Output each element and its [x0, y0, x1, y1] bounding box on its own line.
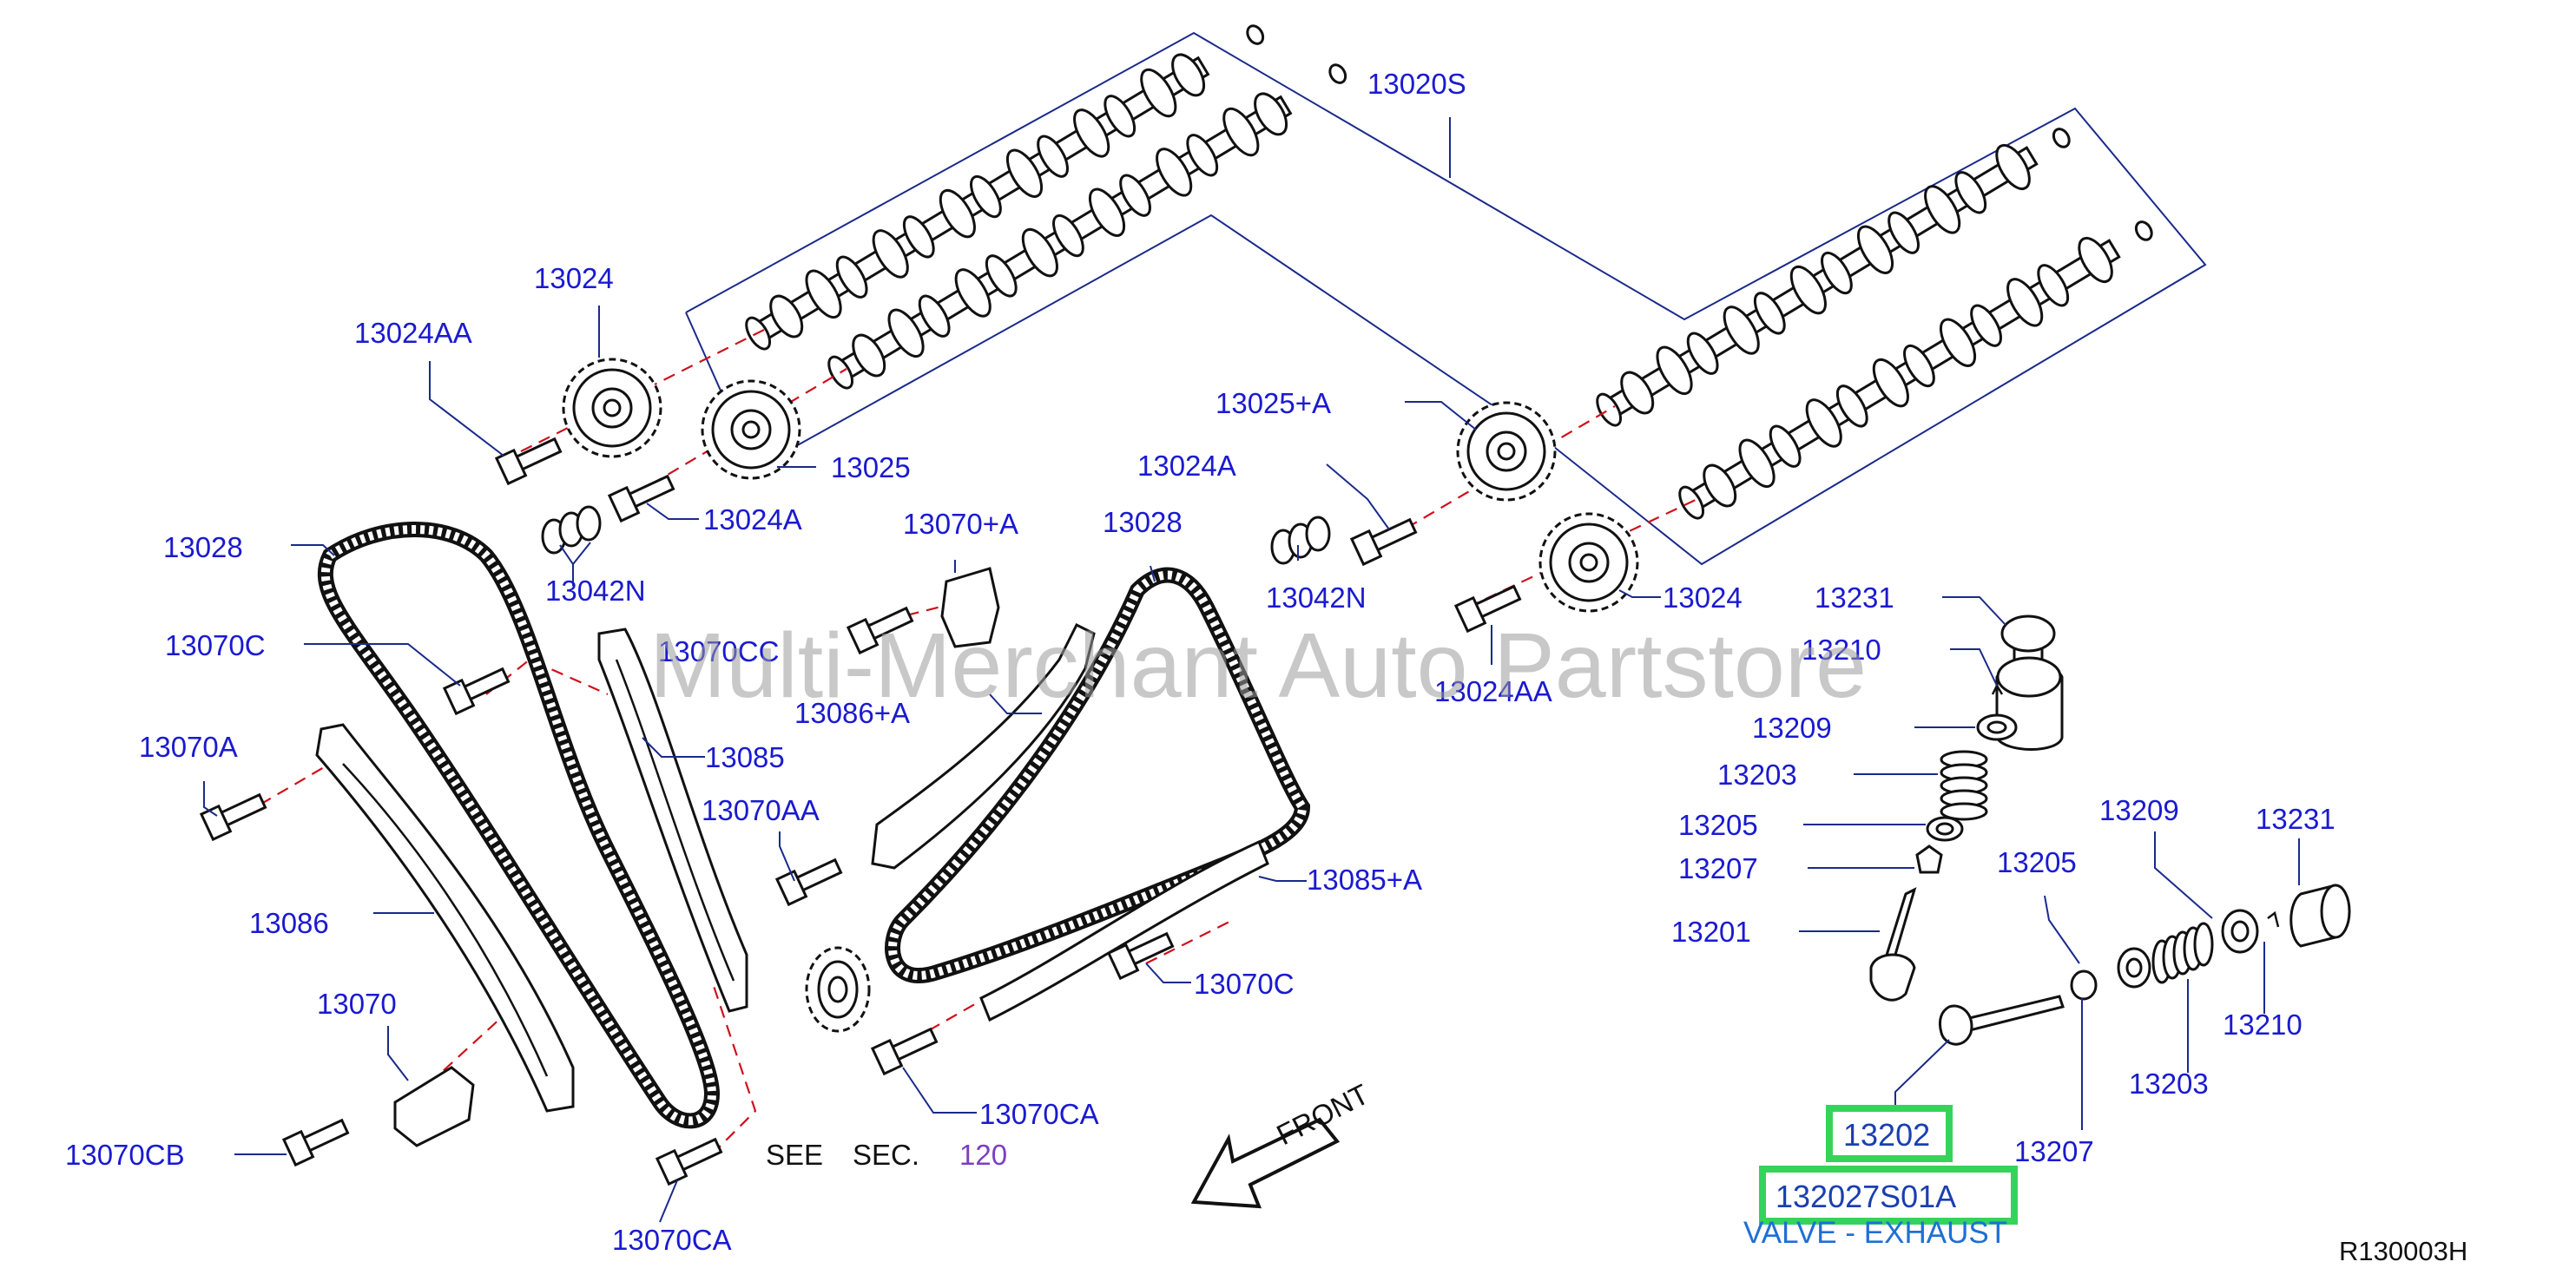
label-13020s: 13020S: [1367, 68, 1466, 100]
label-13024a-right: 13024A: [1137, 450, 1236, 482]
label-13210-right: 13210: [2223, 1009, 2303, 1041]
oem-number-132027s01a[interactable]: 132027S01A: [1776, 1179, 1956, 1214]
highlighted-oem-number[interactable]: 132027S01A: [1759, 1166, 2018, 1225]
bolts: [199, 437, 1522, 1186]
label-13070: 13070: [317, 988, 397, 1020]
section-number-link[interactable]: 120: [959, 1139, 1007, 1171]
label-13201: 13201: [1671, 916, 1751, 948]
section-reference[interactable]: SEE SEC. 120: [766, 1139, 1007, 1171]
label-13205-right: 13205: [1997, 846, 2077, 878]
label-13085-plus-a: 13085+A: [1307, 864, 1422, 896]
label-13024aa-left: 13024AA: [354, 317, 472, 349]
label-13070-plus-a: 13070+A: [903, 508, 1018, 540]
part-number-13202[interactable]: 13202: [1843, 1117, 1930, 1153]
label-13024-top: 13024: [534, 262, 614, 294]
label-13028-right: 13028: [1103, 506, 1183, 538]
leader-lines: [203, 117, 2300, 1223]
label-13205-top: 13205: [1678, 809, 1758, 841]
watermark: Multi-Merchant Auto Partstore: [649, 614, 1867, 717]
label-13231-top: 13231: [1815, 582, 1894, 614]
label-13042n-right: 13042N: [1266, 582, 1367, 614]
label-13042n-left: 13042N: [545, 575, 646, 607]
left-camshafts: [745, 24, 1347, 390]
label-13025-plus-a: 13025+A: [1216, 387, 1331, 419]
right-camshafts: [1596, 128, 2153, 520]
label-13070c-left: 13070C: [165, 629, 266, 661]
label-13209-right: 13209: [2099, 794, 2179, 826]
label-13210-top: 13210: [1802, 634, 1881, 666]
camshaft-assembly-outline: [685, 31, 2207, 566]
camshaft-washers: [541, 505, 1331, 565]
label-13209-top: 13209: [1752, 712, 1832, 744]
label-13070c-right: 13070C: [1194, 968, 1295, 1000]
sprockets: [562, 358, 1639, 1033]
chain-tensioners: [393, 567, 1000, 1147]
label-13025-left: 13025: [831, 451, 911, 483]
highlighted-part-13202[interactable]: 13202: [1826, 1105, 1953, 1162]
valve-train-intake: [1869, 614, 2064, 1002]
label-13028-left: 13028: [163, 531, 243, 563]
label-13203-top: 13203: [1717, 759, 1797, 791]
oem-number-box[interactable]: [1759, 1166, 2018, 1225]
label-13086-plus-a: 13086+A: [794, 697, 910, 729]
label-13024-right: 13024: [1663, 582, 1743, 614]
label-13085: 13085: [705, 741, 785, 773]
diagram-reference: R130003H: [2339, 1236, 2467, 1266]
label-13070aa: 13070AA: [702, 794, 820, 826]
part-number-box[interactable]: [1826, 1105, 1953, 1162]
left-timing-chain: [317, 522, 721, 1129]
label-13086: 13086: [249, 907, 329, 939]
label-13070a: 13070A: [139, 731, 238, 763]
part-description: VALVE - EXHAUST: [1743, 1216, 2007, 1250]
label-13070cb: 13070CB: [65, 1139, 185, 1171]
valve-train-exhaust: [1938, 884, 2351, 1046]
sec-text: SEC.: [853, 1139, 919, 1171]
label-13231-right: 13231: [2256, 803, 2336, 835]
label-13070ca-mid: 13070CA: [979, 1098, 1099, 1130]
label-13203-right: 13203: [2129, 1068, 2209, 1100]
label-13070cc: 13070CC: [658, 635, 779, 667]
label-13070ca-bottom: 13070CA: [612, 1224, 732, 1256]
right-timing-chain: [885, 567, 1311, 983]
label-13024a-left: 13024A: [703, 503, 802, 536]
front-arrow-icon: [1190, 1117, 1341, 1209]
label-13207-top: 13207: [1678, 852, 1758, 884]
label-13207-right: 13207: [2014, 1135, 2094, 1167]
see-text: SEE: [766, 1139, 823, 1171]
label-13024aa-right: 13024AA: [1434, 675, 1552, 707]
chain-guides: [315, 622, 1269, 1113]
